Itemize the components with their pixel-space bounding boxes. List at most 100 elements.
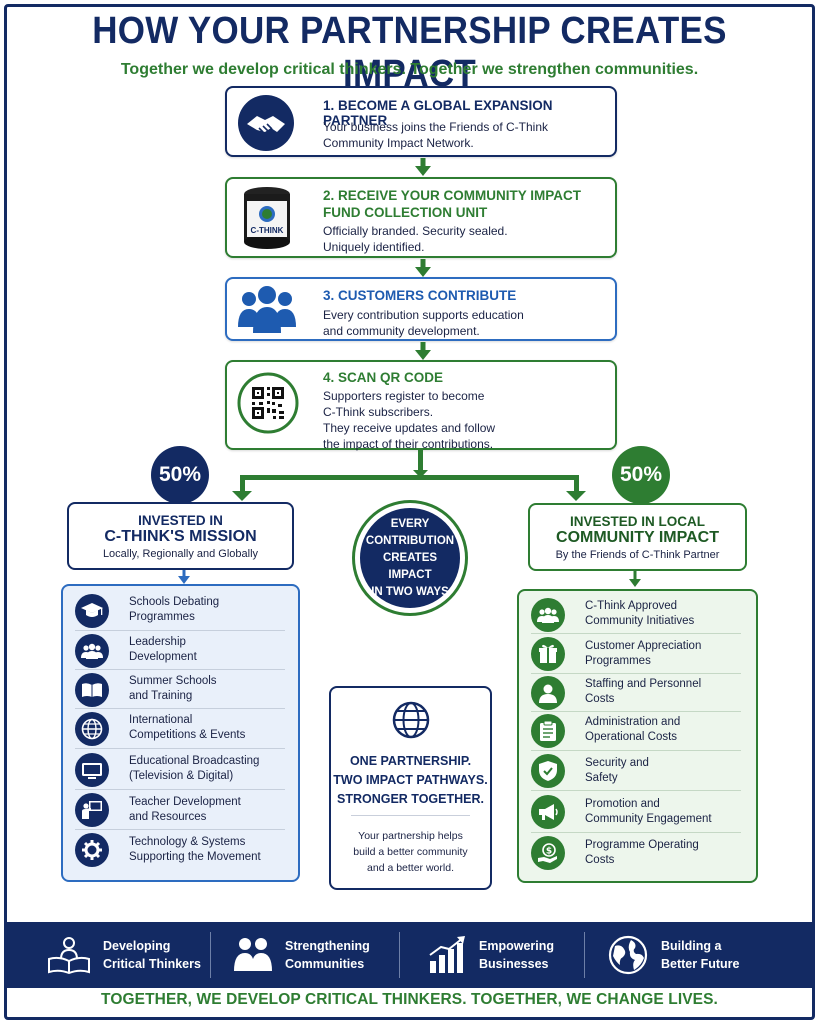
list-item: Teacher Development and Resources (75, 790, 285, 830)
group-icon (75, 634, 109, 668)
divider (399, 932, 400, 978)
list-item: Technology & Systems Supporting the Move… (75, 830, 285, 870)
step-2-text: Officially branded. Security sealed. Uni… (323, 224, 508, 254)
left-branch-header: INVESTED IN C-THINK'S MISSION Locally, R… (67, 502, 294, 570)
earth-icon (608, 935, 648, 975)
step-3-text: Every contribution supports education an… (323, 308, 524, 338)
book-icon (75, 673, 109, 707)
gear-icon (75, 833, 109, 867)
list-item-label: Programme Operating Costs (585, 839, 699, 866)
left-percent-badge: 50% (151, 446, 209, 504)
teacher-icon (75, 793, 109, 827)
list-item-label: Customer Appreciation Programmes (585, 640, 702, 667)
arrow-down-icon (415, 259, 431, 277)
list-item: Staffing and Personnel Costs (531, 674, 741, 712)
arrow-down-icon (178, 570, 190, 584)
step-2-card: C-THINK 2. RECEIVE YOUR COMMUNITY IMPACT… (225, 177, 617, 258)
list-item-label: Summer Schools and Training (129, 675, 217, 702)
graduation-cap-icon (75, 594, 109, 628)
list-item-label: Security and Safety (585, 757, 649, 784)
community-group-icon (234, 938, 272, 971)
growth-chart-icon (429, 936, 465, 973)
step-4-card: 4. SCAN QR CODE Supporters register to b… (225, 360, 617, 451)
list-item: Educational Broadcasting (Television & D… (75, 749, 285, 790)
arrow-down-icon (629, 571, 641, 587)
community-list: C-Think Approved Community Initiatives C… (517, 589, 758, 883)
center-circle-line4: IN TWO WAYS (371, 585, 449, 598)
right-branch-header: INVESTED IN LOCAL COMMUNITY IMPACT By th… (528, 503, 747, 571)
list-item: Summer Schools and Training (75, 670, 285, 709)
people-icon (237, 283, 297, 342)
footer-tagline: TOGETHER, WE DEVELOP CRITICAL THINKERS. … (101, 991, 718, 1008)
list-item-label: Schools Debating Programmes (129, 596, 220, 623)
list-item: Leadership Development (75, 631, 285, 670)
list-item-label: Technology & Systems Supporting the Move… (129, 836, 261, 863)
unit-label: C-THINK (250, 226, 284, 235)
page-frame (4, 4, 815, 1020)
step-3-title: 3. CUSTOMERS CONTRIBUTE (323, 288, 517, 303)
right-branch-line3: By the Friends of C-Think Partner (555, 549, 720, 561)
step-2-title-line1: 2. RECEIVE YOUR COMMUNITY IMPACT (323, 188, 582, 203)
card-description: Your partnership helps build a better co… (353, 830, 468, 874)
step-1-text: Your business joins the Friends of C-Thi… (323, 120, 548, 150)
list-item-label: Educational Broadcasting (Television & D… (129, 755, 260, 782)
shield-icon (531, 754, 565, 788)
svg-text:$: $ (546, 847, 552, 857)
footer-band: Developing Critical Thinkers Strengtheni… (7, 922, 812, 988)
list-item: Schools Debating Programmes (75, 592, 285, 631)
right-branch-line1: INVESTED IN LOCAL (569, 514, 705, 529)
list-item: Customer Appreciation Programmes (531, 634, 741, 674)
footer-item-label: Developing Critical Thinkers (103, 939, 201, 971)
community-icon (531, 598, 565, 632)
card-line2: TWO IMPACT PATHWAYS. (333, 773, 488, 787)
card-line3: STRONGER TOGETHER. (336, 792, 484, 806)
handshake-icon (237, 94, 295, 157)
left-branch-line1: INVESTED IN (138, 513, 223, 528)
arrow-down-icon (415, 342, 431, 360)
money-hand-icon: $ (531, 836, 565, 870)
left-branch-line2: C-THINK'S MISSION (104, 528, 257, 545)
globe-icon (392, 701, 430, 739)
footer-item-label: Building a Better Future (661, 939, 740, 971)
page-title: HOW YOUR PARTNERSHIP CREATES IMPACT (92, 10, 727, 95)
list-item: C-Think Approved Community Initiatives (531, 594, 741, 634)
list-item: $ Programme Operating Costs (531, 833, 741, 873)
divider (210, 932, 211, 978)
step-3-card: 3. CUSTOMERS CONTRIBUTE Every contributi… (225, 277, 617, 341)
footer-item-label: Empowering Businesses (479, 939, 555, 971)
footer-item: Strengthening Communities (233, 922, 370, 988)
divider (584, 932, 585, 978)
card-line1: ONE PARTNERSHIP. (349, 754, 472, 768)
step-4-text: Supporters register to become C-Think su… (323, 389, 496, 451)
list-item: Security and Safety (531, 751, 741, 791)
gift-icon (531, 637, 565, 671)
divider (351, 815, 470, 816)
qr-code-icon (237, 372, 299, 439)
list-item-label: Leadership Development (129, 636, 197, 663)
footer-item-label: Strengthening Communities (285, 939, 370, 971)
list-item-label: Teacher Development and Resources (129, 796, 241, 823)
arrow-down-icon (415, 158, 431, 176)
list-item: Administration and Operational Costs (531, 712, 741, 751)
right-branch-line2: COMMUNITY IMPACT (556, 529, 719, 546)
list-item-label: C-Think Approved Community Initiatives (585, 600, 695, 627)
list-item: Promotion and Community Engagement (531, 791, 741, 833)
page-subtitle: Together we develop critical thinkers. T… (120, 61, 699, 78)
list-item-label: Promotion and Community Engagement (585, 798, 712, 825)
clipboard-icon (531, 714, 565, 748)
footer-item: Empowering Businesses (427, 922, 554, 988)
footer-item: Developing Critical Thinkers (47, 922, 201, 988)
branch-connector (232, 450, 586, 501)
left-branch-line3: Locally, Regionally and Globally (102, 548, 259, 560)
list-item-label: Administration and Operational Costs (585, 716, 681, 743)
person-icon (531, 676, 565, 710)
step-2-title-line2: FUND COLLECTION UNIT (323, 205, 488, 220)
center-circle-line2: CONTRIBUTION (365, 534, 455, 547)
partnership-card: ONE PARTNERSHIP. TWO IMPACT PATHWAYS. ST… (329, 686, 492, 890)
right-percent-badge: 50% (612, 446, 670, 504)
center-impact-circle: EVERY CONTRIBUTION CREATES IMPACT IN TWO… (355, 503, 465, 613)
step-4-title: 4. SCAN QR CODE (323, 370, 444, 385)
step-1-card: 1. BECOME A GLOBAL EXPANSION PARTNER You… (225, 86, 617, 157)
center-circle-line1: EVERY (390, 517, 430, 530)
reader-icon (48, 937, 90, 975)
